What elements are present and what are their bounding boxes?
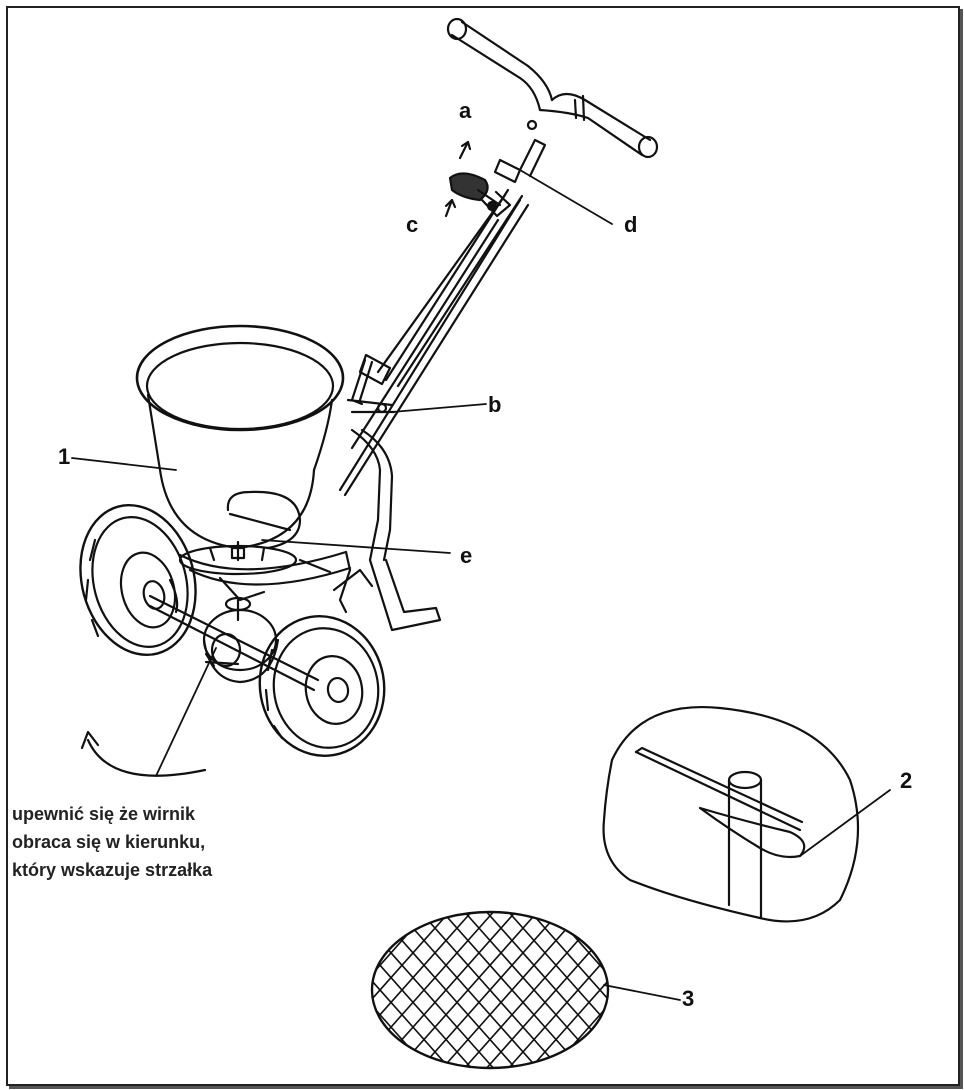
axle — [148, 578, 320, 692]
left-wheel — [79, 503, 197, 657]
label-3: 3 — [682, 986, 695, 1011]
rotation-note-line-1: upewnić się że wirnik — [12, 804, 196, 824]
lever-arrows — [444, 140, 472, 218]
right-wheel — [258, 615, 386, 757]
gearbox — [202, 608, 280, 684]
label-a: a — [459, 98, 472, 123]
label-1: 1 — [58, 444, 71, 469]
rotation-arrow — [80, 730, 207, 777]
label-2: 2 — [900, 768, 913, 793]
rotation-note-line-3: który wskazuje strzałka — [12, 860, 213, 880]
handle-bar — [446, 17, 659, 159]
cotter-pin-detail — [602, 706, 891, 923]
rotation-note: upewnić się że wirnik obraca się w kieru… — [12, 800, 212, 884]
label-d: d — [624, 212, 638, 237]
label-b: b — [488, 392, 502, 417]
label-c: c — [406, 212, 419, 237]
control-lever — [448, 119, 547, 218]
leader-lines — [71, 169, 613, 777]
mesh-screen-detail — [370, 910, 681, 1070]
hopper — [135, 324, 345, 576]
rotation-note-line-2: obraca się w kierunku, — [12, 832, 206, 852]
handle-shaft — [338, 188, 530, 497]
spreader-frame — [178, 428, 442, 632]
label-e: e — [460, 543, 473, 568]
